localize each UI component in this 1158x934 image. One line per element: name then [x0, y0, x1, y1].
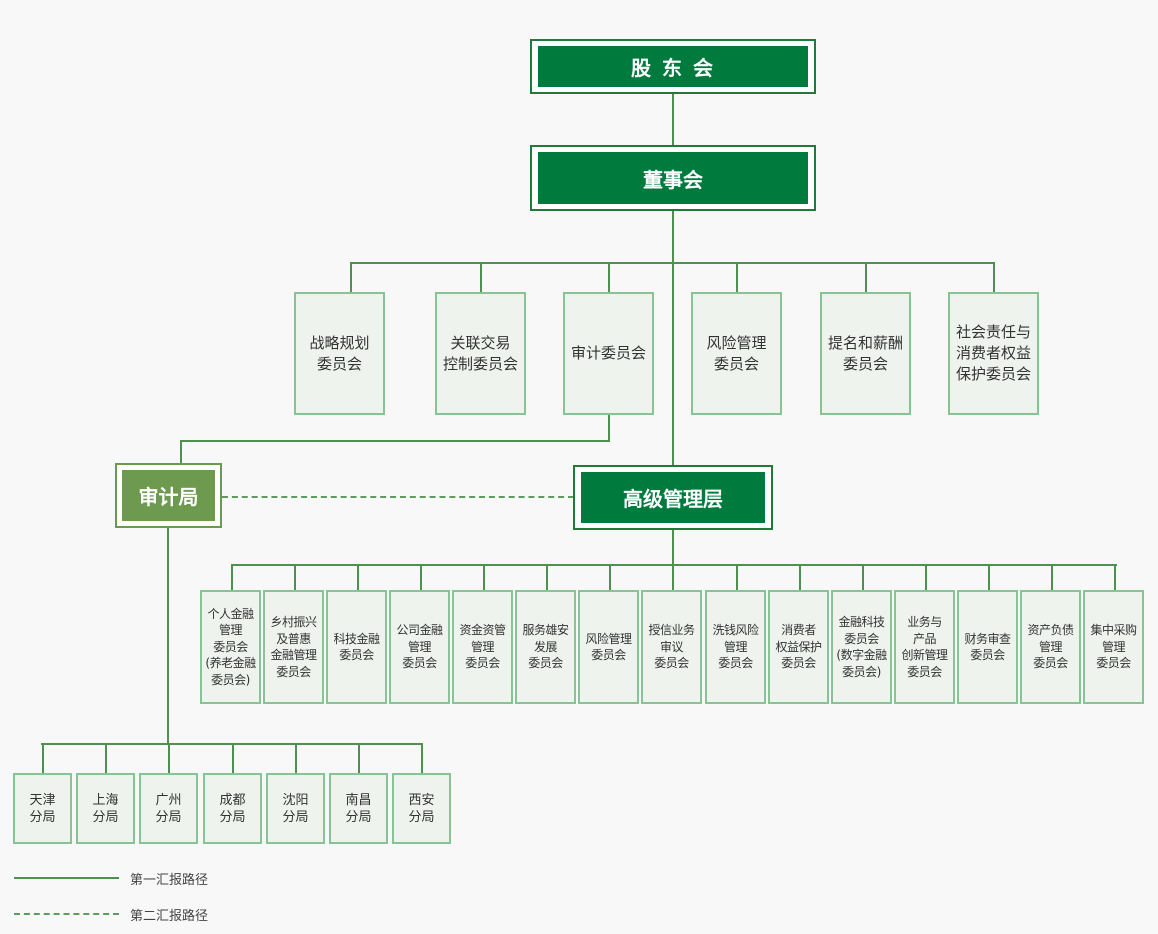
legend-secondary-label: 第二汇报路径 — [130, 909, 209, 924]
audit-branch-box[interactable]: 南昌 分局 — [329, 773, 388, 844]
secondary-reporting-line — [222, 496, 574, 498]
management-committee-box[interactable]: 集中采购 管理 委员会 — [1083, 590, 1144, 704]
legend-primary-line — [14, 877, 119, 879]
management-committee-box[interactable]: 财务审查 委员会 — [957, 590, 1018, 704]
management-committee-box[interactable]: 公司金融 管理 委员会 — [389, 590, 450, 704]
management-committee-box[interactable]: 风险管理 委员会 — [578, 590, 639, 704]
connector-committee-3 — [608, 262, 610, 293]
connector-management-committee — [1114, 564, 1116, 591]
audit-branch-box[interactable]: 西安 分局 — [392, 773, 451, 844]
senior-management-box[interactable]: 高级管理层 — [573, 465, 773, 530]
connector-audit-bureau-up — [180, 440, 182, 465]
management-committee-box[interactable]: 业务与 产品 创新管理 委员会 — [894, 590, 955, 704]
connector-audit-committee-down — [608, 414, 610, 441]
connector-audit-branch — [232, 743, 234, 774]
board-of-directors-label: 董事会 — [538, 152, 808, 204]
connector-shareholders-board — [672, 93, 674, 147]
board-committee-risk[interactable]: 风险管理 委员会 — [691, 292, 782, 415]
connector-management-committee — [483, 564, 485, 591]
connector-management-committee — [925, 564, 927, 591]
management-committee-box[interactable]: 资金资管 管理 委员会 — [452, 590, 513, 704]
connector-management-committee — [862, 564, 864, 591]
connector-audit-branch — [168, 743, 170, 774]
connector-management-committee — [231, 564, 233, 591]
audit-branch-box[interactable]: 成都 分局 — [203, 773, 262, 844]
connector-management-committee — [988, 564, 990, 591]
connector-branches-bar — [41, 743, 422, 745]
audit-branch-box[interactable]: 天津 分局 — [13, 773, 72, 844]
audit-branch-box[interactable]: 沈阳 分局 — [266, 773, 325, 844]
board-committee-related-transactions[interactable]: 关联交易 控制委员会 — [435, 292, 526, 415]
management-committee-box[interactable]: 洗钱风险 管理 委员会 — [705, 590, 766, 704]
connector-management-down — [672, 529, 674, 565]
legend-secondary-line — [14, 913, 119, 915]
board-committee-nomination[interactable]: 提名和薪酬 委员会 — [820, 292, 911, 415]
connector-management-committee — [1051, 564, 1053, 591]
connector-committee-1 — [350, 262, 352, 293]
connector-management-committee — [672, 564, 674, 591]
management-committee-box[interactable]: 授信业务 审议 委员会 — [641, 590, 702, 704]
senior-management-label: 高级管理层 — [581, 472, 765, 523]
connector-committee-5 — [865, 262, 867, 293]
connector-audit-branch — [421, 743, 423, 774]
connector-audit-committee-bar — [180, 440, 610, 442]
shareholders-meeting-label: 股 东 会 — [538, 46, 808, 87]
management-committee-box[interactable]: 科技金融 委员会 — [326, 590, 387, 704]
management-committee-box[interactable]: 消费者 权益保护 委员会 — [768, 590, 829, 704]
audit-branch-box[interactable]: 上海 分局 — [76, 773, 135, 844]
connector-audit-branch — [358, 743, 360, 774]
connector-board-management — [672, 210, 674, 466]
management-committee-box[interactable]: 服务雄安 发展 委员会 — [515, 590, 576, 704]
audit-bureau-label: 审计局 — [122, 470, 215, 521]
board-committee-audit[interactable]: 审计委员会 — [563, 292, 654, 415]
connector-audit-branch — [295, 743, 297, 774]
board-committee-social-responsibility[interactable]: 社会责任与 消费者权益 保护委员会 — [948, 292, 1039, 415]
connector-management-committee — [609, 564, 611, 591]
board-committee-strategy[interactable]: 战略规划 委员会 — [294, 292, 385, 415]
connector-committee-2 — [480, 262, 482, 293]
connector-committee-6 — [993, 262, 995, 293]
management-committee-box[interactable]: 个人金融 管理 委员会 (养老金融 委员会) — [200, 590, 261, 704]
board-of-directors-box[interactable]: 董事会 — [530, 145, 816, 211]
connector-management-committee — [420, 564, 422, 591]
connector-audit-bureau-down — [167, 527, 169, 744]
connector-board-committees-bar — [350, 262, 995, 264]
connector-management-committees-bar — [231, 564, 1117, 566]
management-committee-box[interactable]: 资产负债 管理 委员会 — [1020, 590, 1081, 704]
management-committee-box[interactable]: 乡村振兴 及普惠 金融管理 委员会 — [263, 590, 324, 704]
connector-management-committee — [294, 564, 296, 591]
connector-committee-4 — [736, 262, 738, 293]
management-committee-box[interactable]: 金融科技 委员会 (数字金融 委员会) — [831, 590, 892, 704]
connector-audit-branch — [42, 743, 44, 774]
connector-management-committee — [357, 564, 359, 591]
connector-management-committee — [546, 564, 548, 591]
audit-branch-box[interactable]: 广州 分局 — [139, 773, 198, 844]
connector-management-committee — [799, 564, 801, 591]
shareholders-meeting-box[interactable]: 股 东 会 — [530, 39, 816, 94]
connector-audit-branch — [105, 743, 107, 774]
audit-bureau-box[interactable]: 审计局 — [115, 463, 222, 528]
legend-primary-label: 第一汇报路径 — [130, 873, 209, 888]
connector-management-committee — [736, 564, 738, 591]
